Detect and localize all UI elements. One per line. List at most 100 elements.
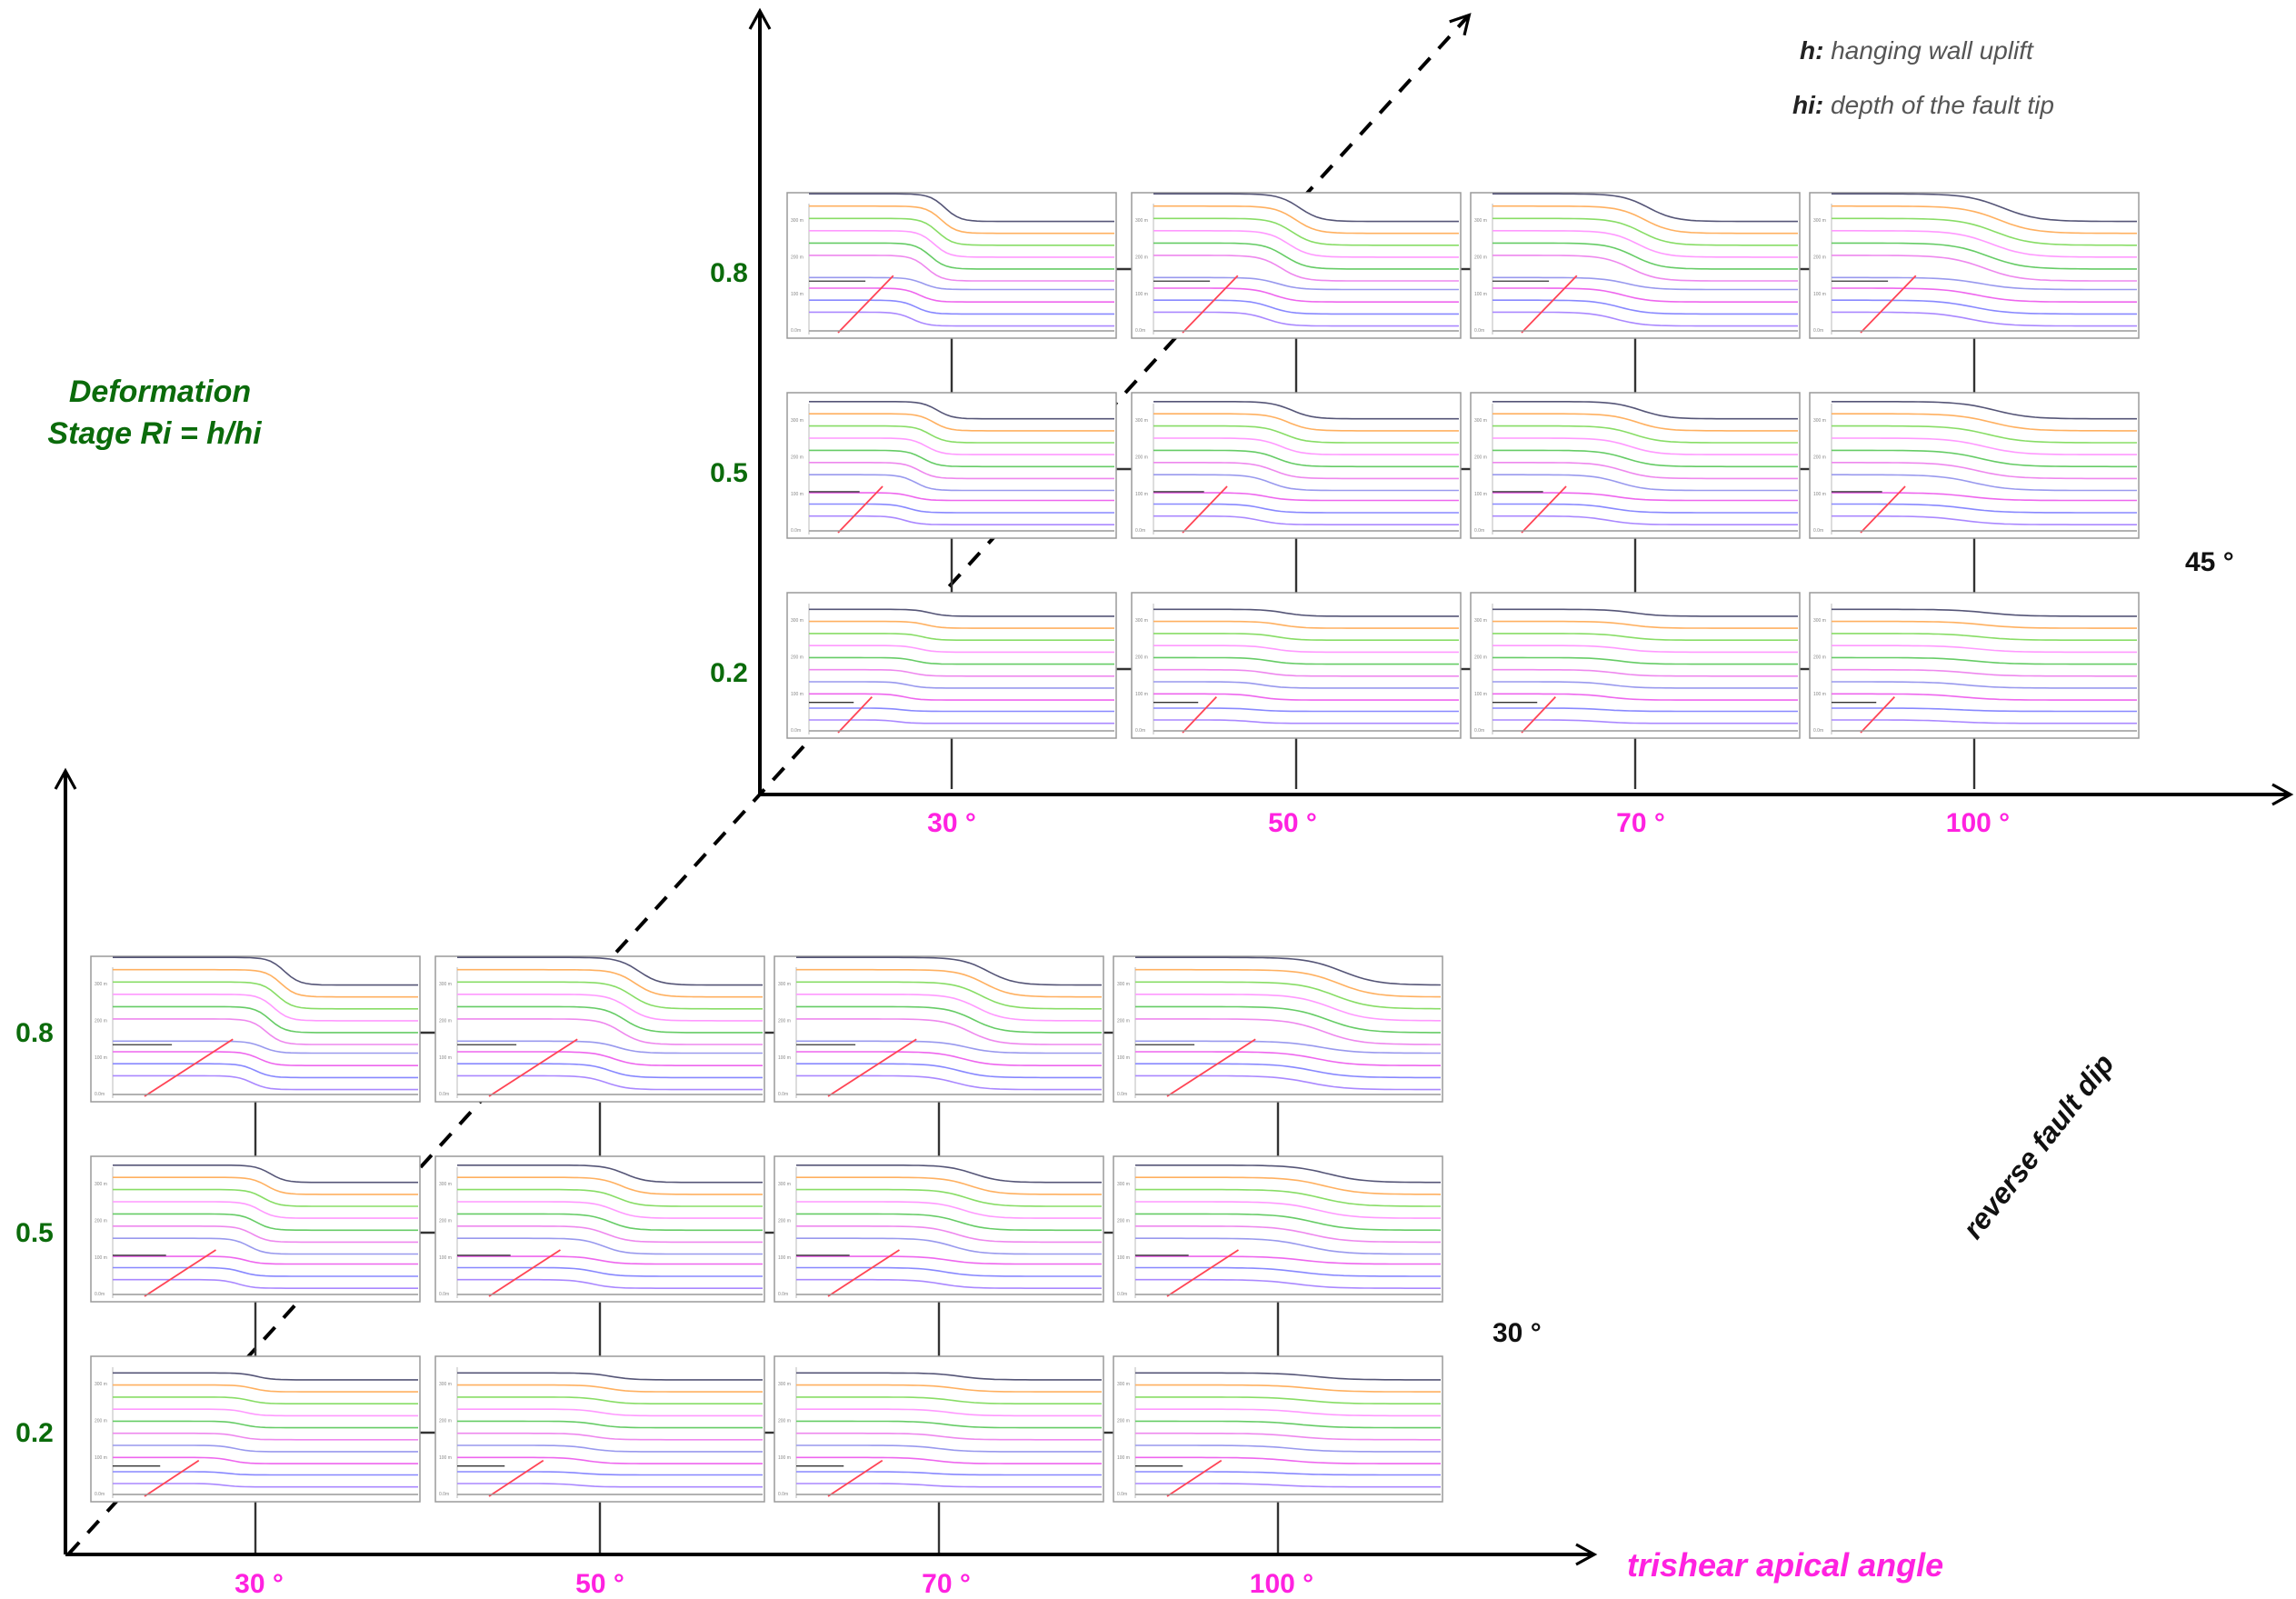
back-ri-label-0.8: 0.8 — [710, 258, 748, 288]
panel-tick-label: 0.0m — [1135, 728, 1145, 734]
panel-tick-label: 100 m — [1135, 692, 1148, 697]
panel-tick-label: 0.0m — [1117, 1492, 1127, 1497]
back-panel-ri-0.8-angle-70: 300 m200 m100 m0.0m — [1471, 193, 1800, 338]
panel-tick-label: 200 m — [1474, 455, 1487, 460]
panel-tick-label: 200 m — [1813, 255, 1826, 260]
legend-hi: hi: depth of the fault tip — [1792, 91, 2054, 119]
panel-tick-label: 300 m — [791, 218, 804, 224]
panel-tick-label: 100 m — [439, 1455, 452, 1461]
panel-tick-label: 300 m — [439, 1182, 452, 1187]
panel-tick-label: 100 m — [439, 1055, 452, 1061]
x-axis-title: trishear apical angle — [1627, 1546, 1943, 1584]
panel-tick-label: 0.0m — [1135, 528, 1145, 534]
panel-tick-label: 100 m — [95, 1055, 107, 1061]
panel-tick-label: 200 m — [791, 655, 804, 660]
front-angle-label-100: 100 ° — [1250, 1569, 1313, 1599]
back-angle-label-50: 50 ° — [1268, 808, 1317, 838]
panel-tick-label: 100 m — [1135, 492, 1148, 497]
panel-tick-label: 100 m — [1117, 1455, 1130, 1461]
legend-h-key: h: — [1800, 36, 1823, 65]
panel-tick-label: 0.0m — [95, 1492, 105, 1497]
panel-tick-label: 300 m — [791, 618, 804, 624]
panel-tick-label: 0.0m — [1474, 728, 1484, 734]
panel-tick-label: 0.0m — [95, 1292, 105, 1297]
front-panel-ri-0.8-angle-30: 300 m200 m100 m0.0m — [91, 956, 420, 1102]
panel-tick-label: 300 m — [1813, 218, 1826, 224]
panel-tick-label: 100 m — [1813, 292, 1826, 297]
panel-frame — [91, 1356, 420, 1502]
fault-dip-label-30: 30 ° — [1492, 1318, 1542, 1348]
back-panel-ri-0.8-angle-50: 300 m200 m100 m0.0m — [1132, 193, 1461, 338]
panel-tick-label: 300 m — [791, 418, 804, 424]
panel-tick-label: 0.0m — [439, 1292, 449, 1297]
front-panel-ri-0.5-angle-70: 300 m200 m100 m0.0m — [774, 1156, 1103, 1302]
panel-tick-label: 200 m — [1135, 455, 1148, 460]
back-panel-ri-0.2-angle-70: 300 m200 m100 m0.0m — [1471, 593, 1800, 738]
panel-tick-label: 300 m — [1135, 618, 1148, 624]
panel-tick-label: 200 m — [95, 1218, 107, 1224]
panel-tick-label: 0.0m — [1474, 528, 1484, 534]
front-angle-label-30: 30 ° — [235, 1569, 284, 1599]
panel-tick-label: 100 m — [1117, 1055, 1130, 1061]
legend-hi-key: hi: — [1792, 91, 1823, 119]
panel-tick-label: 100 m — [778, 1055, 791, 1061]
panel-tick-label: 0.0m — [1135, 328, 1145, 334]
panel-tick-label: 200 m — [1117, 1218, 1130, 1224]
panel-tick-label: 200 m — [791, 255, 804, 260]
panel-tick-label: 0.0m — [1813, 328, 1823, 334]
panel-tick-label: 200 m — [95, 1418, 107, 1424]
panel-frame — [787, 593, 1116, 738]
panel-tick-label: 100 m — [791, 292, 804, 297]
back-angle-label-30: 30 ° — [927, 808, 976, 838]
panel-tick-label: 100 m — [1474, 692, 1487, 697]
back-panel-ri-0.8-angle-100: 300 m 200 m 100 m 0.0m — [1810, 193, 2139, 338]
back-ri-label-0.2: 0.2 — [710, 658, 748, 688]
panel-frame — [91, 956, 420, 1102]
panel-tick-label: 200 m — [1135, 655, 1148, 660]
panel-tick-label: 200 m — [778, 1218, 791, 1224]
legend-h-text: hanging wall uplift — [1823, 36, 2034, 65]
panel-tick-label: 0.0m — [1813, 728, 1823, 734]
panel-tick-label: 0.0m — [439, 1492, 449, 1497]
panel-tick-label: 100 m — [95, 1455, 107, 1461]
panel-tick-label: 300 m — [95, 1382, 107, 1387]
panel-tick-label: 100 m — [791, 692, 804, 697]
panel-tick-label: 200 m — [95, 1018, 107, 1024]
panel-tick-label: 0.0m — [95, 1092, 105, 1097]
y-axis-title-line2: Stage Ri = h/hi — [47, 416, 263, 451]
back-angle-label-100: 100 ° — [1946, 808, 2010, 838]
panel-frame — [774, 956, 1103, 1102]
back-panel-ri-0.5-angle-100: 300 m200 m100 m0.0m — [1810, 393, 2139, 538]
legend-h: h: hanging wall uplift — [1800, 36, 2034, 65]
panel-tick-label: 300 m — [1135, 218, 1148, 224]
panel-tick-label: 300 m — [1813, 618, 1826, 624]
panel-frame — [774, 1356, 1103, 1502]
front-angle-label-50: 50 ° — [575, 1569, 624, 1599]
back-panel-ri-0.5-angle-30: 300 m200 m100 m0.0m — [787, 393, 1116, 538]
panel-tick-label: 100 m — [1135, 292, 1148, 297]
panel-tick-label: 300 m — [439, 982, 452, 987]
panel-tick-label: 100 m — [1474, 292, 1487, 297]
front-panel-ri-0.8-angle-50: 300 m200 m100 m0.0m — [435, 956, 764, 1102]
panel-tick-label: 300 m — [95, 1182, 107, 1187]
panel-tick-label: 300 m — [1135, 418, 1148, 424]
panel-tick-label: 200 m — [1813, 455, 1826, 460]
panel-tick-label: 200 m — [1474, 255, 1487, 260]
back-panel-ri-0.2-angle-100: 300 m200 m100 m0.0m — [1810, 593, 2139, 738]
panel-frame — [1132, 193, 1461, 338]
panel-tick-label: 100 m — [1813, 692, 1826, 697]
front-angle-label-70: 70 ° — [922, 1569, 971, 1599]
back-panel-ri-0.2-angle-50: 300 m 200 m 100 m 0.0m — [1132, 593, 1461, 738]
panel-tick-label: 200 m — [778, 1018, 791, 1024]
back-ri-label-0.5: 0.5 — [710, 458, 748, 488]
panel-tick-label: 200 m — [1117, 1418, 1130, 1424]
panel-tick-label: 0.0m — [791, 728, 801, 734]
panel-tick-label: 100 m — [95, 1255, 107, 1261]
front-panel-ri-0.2-angle-70: 300 m200 m100 m0.0m — [774, 1356, 1103, 1502]
back-panel-grid: 300 m 200 m 100 m 0.0m 300 m 200 m 100 m 0.0m 30… — [787, 193, 2139, 789]
panel-tick-label: 100 m — [1813, 492, 1826, 497]
y-axis-title-line1: Deformation — [69, 375, 251, 409]
panel-tick-label: 300 m — [1117, 1382, 1130, 1387]
panel-tick-label: 300 m — [1474, 218, 1487, 224]
